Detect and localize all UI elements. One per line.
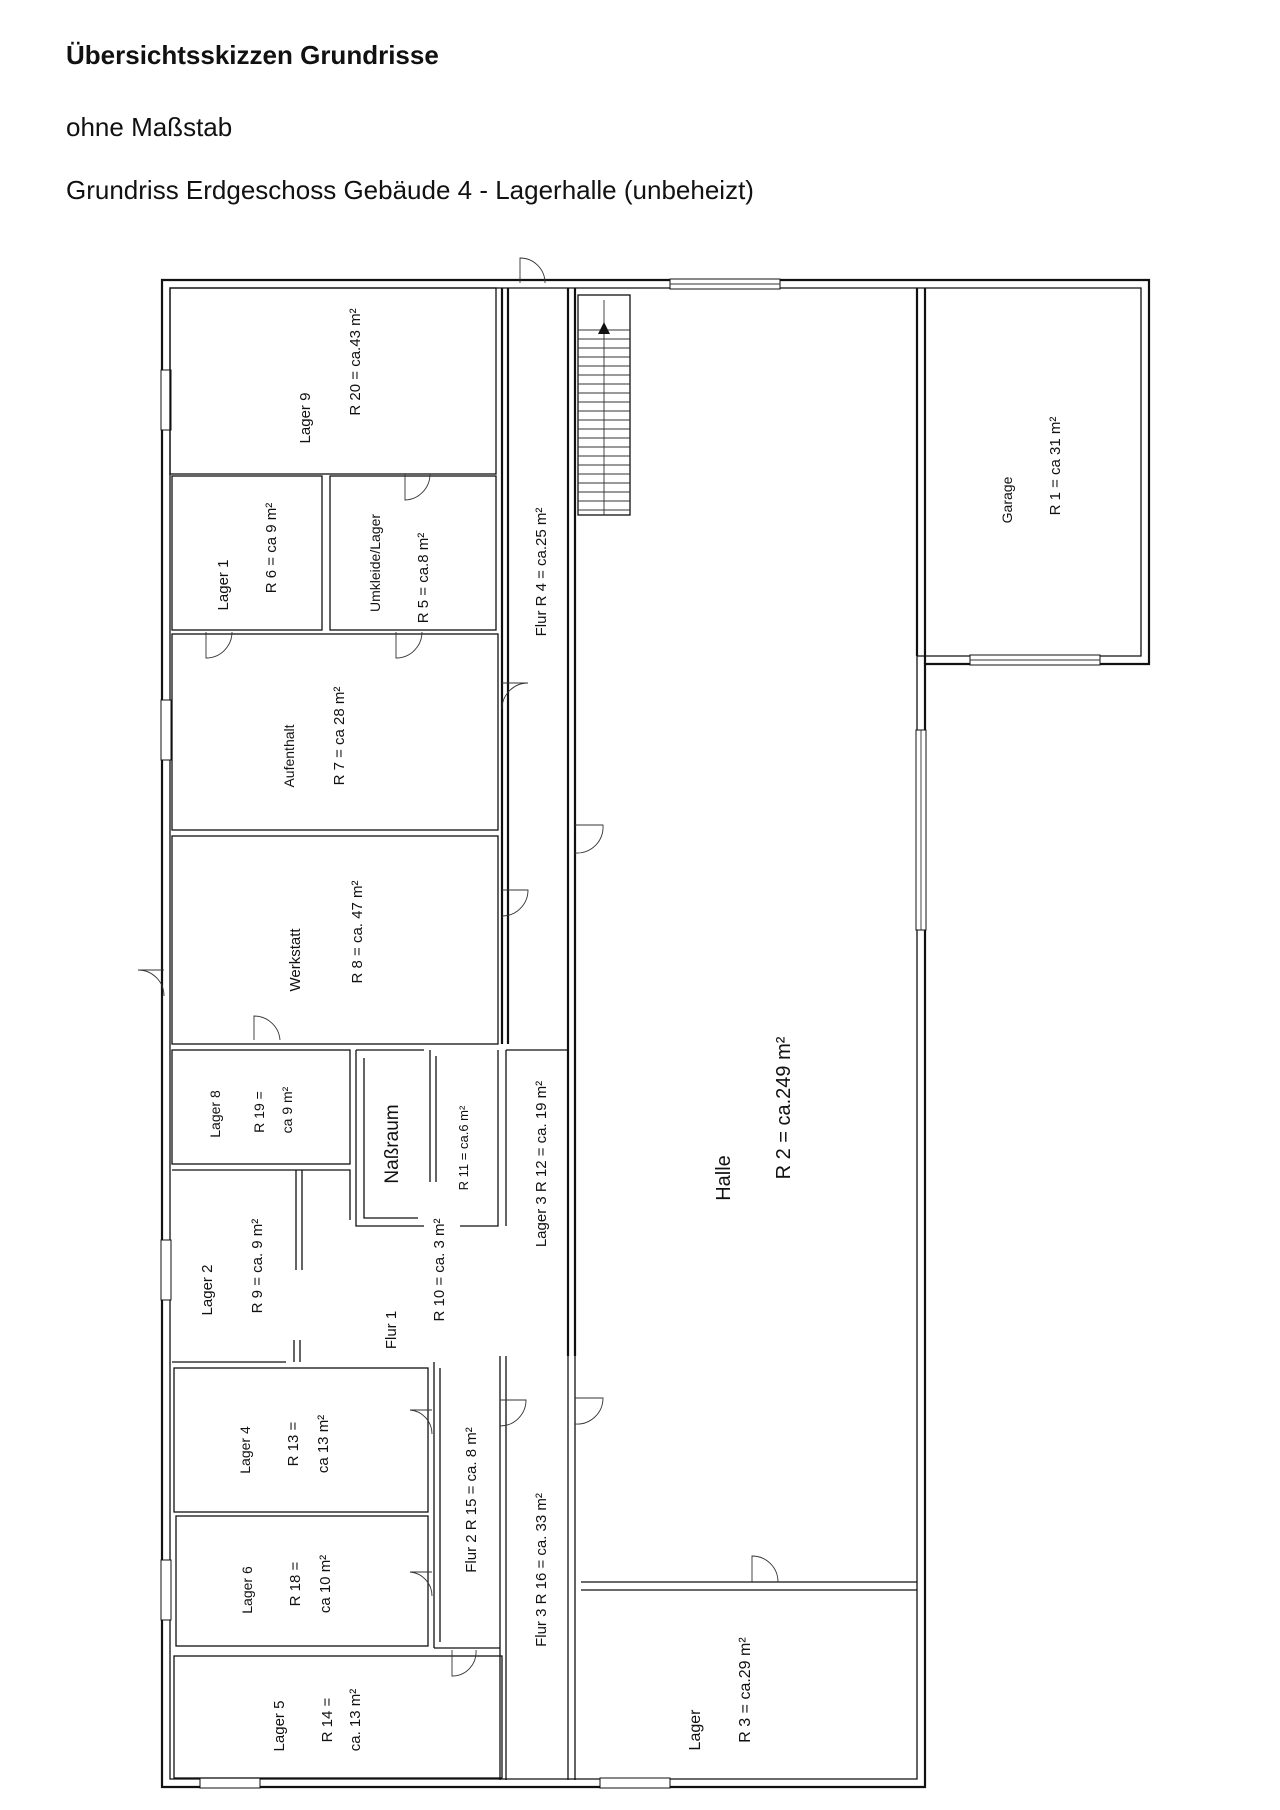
label-aufenthalt-area: R 7 = ca 28 m²	[331, 687, 348, 786]
label-lager5-name: Lager 5	[271, 1701, 288, 1752]
label-lager9-name: Lager 9	[297, 393, 314, 444]
label-lager-name: Lager	[687, 1709, 704, 1751]
document-title: Übersichtsskizzen Grundrisse	[66, 40, 439, 70]
label-lager1-name: Lager 1	[215, 560, 232, 611]
label-flur1-area: R 10 = ca. 3 m²	[431, 1219, 448, 1322]
room-labels: Lager 9 R 20 = ca.43 m² Lager 1 R 6 = ca…	[199, 308, 1064, 1751]
label-lager3: Lager 3 R 12 = ca. 19 m²	[533, 1081, 550, 1247]
label-lager4-area: R 13 =	[285, 1421, 302, 1466]
label-lager6-name: Lager 6	[239, 1566, 255, 1614]
label-flur2: Flur 2 R 15 = ca. 8 m²	[463, 1427, 480, 1572]
scale-note: ohne Maßstab	[66, 112, 233, 142]
label-aufenthalt-name: Aufenthalt	[281, 724, 297, 787]
label-halle-area: R 2 = ca.249 m²	[773, 1036, 795, 1179]
label-lager2-name: Lager 2	[199, 1265, 216, 1316]
label-halle-name: Halle	[713, 1155, 735, 1201]
label-flur3: Flur 3 R 16 = ca. 33 m²	[533, 1493, 550, 1647]
label-garage-name: Garage	[999, 476, 1015, 523]
label-lager8-area2: ca 9 m²	[279, 1086, 295, 1133]
label-garage-area: R 1 = ca 31 m²	[1047, 417, 1064, 516]
label-lager2-area: R 9 = ca. 9 m²	[249, 1219, 266, 1314]
label-umkleide-name: Umkleide/Lager	[367, 514, 383, 612]
label-werkstatt-name: Werkstatt	[287, 928, 304, 992]
label-flur4: Flur R 4 = ca.25 m²	[533, 508, 550, 637]
label-lager1-area: R 6 = ca 9 m²	[263, 503, 280, 593]
label-r11: R 11 = ca.6 m²	[456, 1105, 471, 1190]
label-umkleide-area: R 5 = ca.8 m²	[415, 533, 432, 623]
interior-walls	[169, 287, 927, 1780]
label-lager8-name: Lager 8	[207, 1090, 223, 1138]
label-lager6-area2: ca 10 m²	[317, 1555, 334, 1613]
label-werkstatt-area: R 8 = ca. 47 m²	[349, 881, 366, 984]
doors	[137, 257, 779, 1677]
label-lager8-area: R 19 =	[251, 1091, 267, 1133]
plan-title: Grundriss Erdgeschoss Gebäude 4 - Lagerh…	[66, 175, 754, 205]
label-nassraum: Naßraum	[382, 1104, 403, 1183]
label-flur1-name: Flur 1	[383, 1311, 400, 1349]
label-lager6-area: R 18 =	[287, 1561, 304, 1606]
label-lager4-name: Lager 4	[237, 1426, 253, 1474]
label-lager9-area: R 20 = ca.43 m²	[347, 308, 364, 415]
outer-walls	[160, 278, 1151, 1789]
label-lager5-area: R 14 =	[319, 1697, 336, 1742]
label-lager5-area2: ca. 13 m²	[347, 1689, 364, 1752]
staircase	[577, 294, 631, 516]
label-lager-area: R 3 = ca.29 m²	[737, 1637, 754, 1743]
label-lager4-area2: ca 13 m²	[315, 1415, 332, 1473]
